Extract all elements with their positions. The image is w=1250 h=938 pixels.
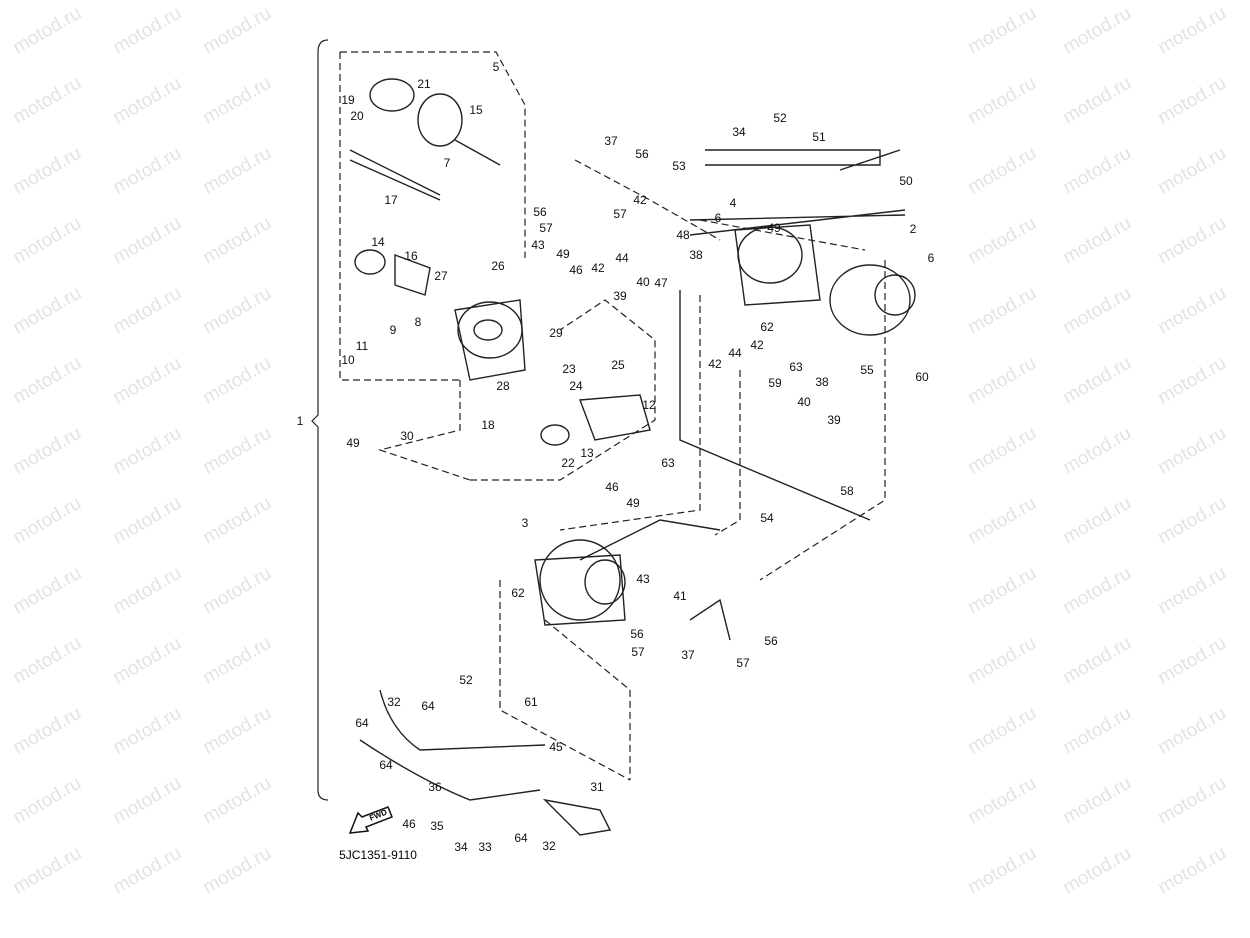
part-number-callout: 38 [689, 248, 703, 262]
part-number-callout: 7 [443, 156, 451, 170]
part-number-callout: 11 [355, 339, 369, 353]
part-number-callout: 48 [676, 228, 690, 242]
part-number-callout: 30 [400, 429, 414, 443]
part-number-callout: 47 [654, 276, 668, 290]
part-number-callout: 31 [590, 780, 604, 794]
part-number-callout: 29 [549, 326, 563, 340]
part-number-callout: 6 [714, 211, 722, 225]
part-number-callout: 38 [815, 375, 829, 389]
part-number-callout: 64 [514, 831, 528, 845]
part-number-callout: 61 [524, 695, 538, 709]
part-number-callout: 62 [760, 320, 774, 334]
part-number-callout: 63 [661, 456, 675, 470]
part-number-callout: 43 [636, 572, 650, 586]
part-number-callout: 34 [732, 125, 746, 139]
part-number-callout: 51 [812, 130, 826, 144]
part-number-callout: 57 [631, 645, 645, 659]
part-number-callout: 34 [454, 840, 468, 854]
part-number-callout: 64 [379, 758, 393, 772]
part-number-callout: 56 [764, 634, 778, 648]
part-number-callout: 20 [350, 109, 364, 123]
part-number-callout: 57 [613, 207, 627, 221]
part-number-callout: 16 [404, 249, 418, 263]
part-number-callout: 36 [428, 780, 442, 794]
part-number-callout: 35 [430, 819, 444, 833]
part-number-callout: 39 [827, 413, 841, 427]
part-number-callout: 55 [860, 363, 874, 377]
part-number-callout: 52 [459, 673, 473, 687]
part-number-callout: 3 [521, 516, 529, 530]
part-number-callout: 49 [556, 247, 570, 261]
diagram-code: 5JC1351-9110 [339, 848, 417, 862]
part-number-callout: 50 [899, 174, 913, 188]
part-number-callout: 46 [605, 480, 619, 494]
part-number-callout: 56 [635, 147, 649, 161]
part-number-callout: 28 [496, 379, 510, 393]
part-number-callout: 40 [636, 275, 650, 289]
part-number-callout: 6 [927, 251, 935, 265]
part-number-callout: 45 [549, 740, 563, 754]
part-number-callout: 17 [384, 193, 398, 207]
part-number-callout: 42 [750, 338, 764, 352]
part-number-callout: 64 [355, 716, 369, 730]
part-number-callout: 46 [569, 263, 583, 277]
part-number-callout: 27 [434, 269, 448, 283]
part-number-callout: 62 [511, 586, 525, 600]
part-number-callout: 44 [615, 251, 629, 265]
part-number-callout: 58 [840, 484, 854, 498]
part-number-callout: 21 [417, 77, 431, 91]
part-number-callout: 33 [478, 840, 492, 854]
part-number-callout: 63 [789, 360, 803, 374]
part-number-callout: 1 [296, 414, 304, 428]
part-number-callout: 32 [387, 695, 401, 709]
part-number-callout: 5 [492, 60, 500, 74]
part-number-callout: 56 [630, 627, 644, 641]
group-dashed-lines [339, 51, 886, 781]
part-number-callout: 37 [681, 648, 695, 662]
part-number-callout: 25 [611, 358, 625, 372]
part-number-callout: 49 [346, 436, 360, 450]
part-number-callout: 42 [591, 261, 605, 275]
part-number-callout: 44 [728, 346, 742, 360]
part-number-callout: 37 [604, 134, 618, 148]
part-number-callout: 18 [481, 418, 495, 432]
part-number-callout: 59 [768, 376, 782, 390]
part-number-callout: 24 [569, 379, 583, 393]
part-number-callout: 60 [915, 370, 929, 384]
forward-arrow-icon: FWD [348, 806, 393, 834]
parts-shapes [349, 78, 916, 836]
part-number-callout: 49 [626, 496, 640, 510]
assembly-bracket [311, 39, 329, 801]
part-number-callout: 9 [389, 323, 397, 337]
part-number-callout: 52 [773, 111, 787, 125]
part-number-callout: 4 [729, 196, 737, 210]
part-number-callout: 40 [797, 395, 811, 409]
part-number-callout: 54 [760, 511, 774, 525]
part-number-callout: 19 [341, 93, 355, 107]
part-number-callout: 39 [613, 289, 627, 303]
part-number-callout: 57 [539, 221, 553, 235]
part-number-callout: 22 [561, 456, 575, 470]
part-number-callout: 13 [580, 446, 594, 460]
part-number-callout: 23 [562, 362, 576, 376]
part-number-callout: 2 [909, 222, 917, 236]
part-number-callout: 14 [371, 235, 385, 249]
part-number-callout: 42 [633, 193, 647, 207]
part-number-callout: 49 [767, 221, 781, 235]
part-number-callout: 56 [533, 205, 547, 219]
part-number-callout: 42 [708, 357, 722, 371]
part-number-callout: 12 [642, 398, 656, 412]
part-number-callout: 32 [542, 839, 556, 853]
part-number-callout: 41 [673, 589, 687, 603]
part-number-callout: 43 [531, 238, 545, 252]
part-number-callout: 10 [341, 353, 355, 367]
part-number-callout: 8 [414, 315, 422, 329]
part-number-callout: 57 [736, 656, 750, 670]
part-number-callout: 64 [421, 699, 435, 713]
part-number-callout: 26 [491, 259, 505, 273]
part-number-callout: 53 [672, 159, 686, 173]
part-number-callout: 46 [402, 817, 416, 831]
part-number-callout: 15 [469, 103, 483, 117]
